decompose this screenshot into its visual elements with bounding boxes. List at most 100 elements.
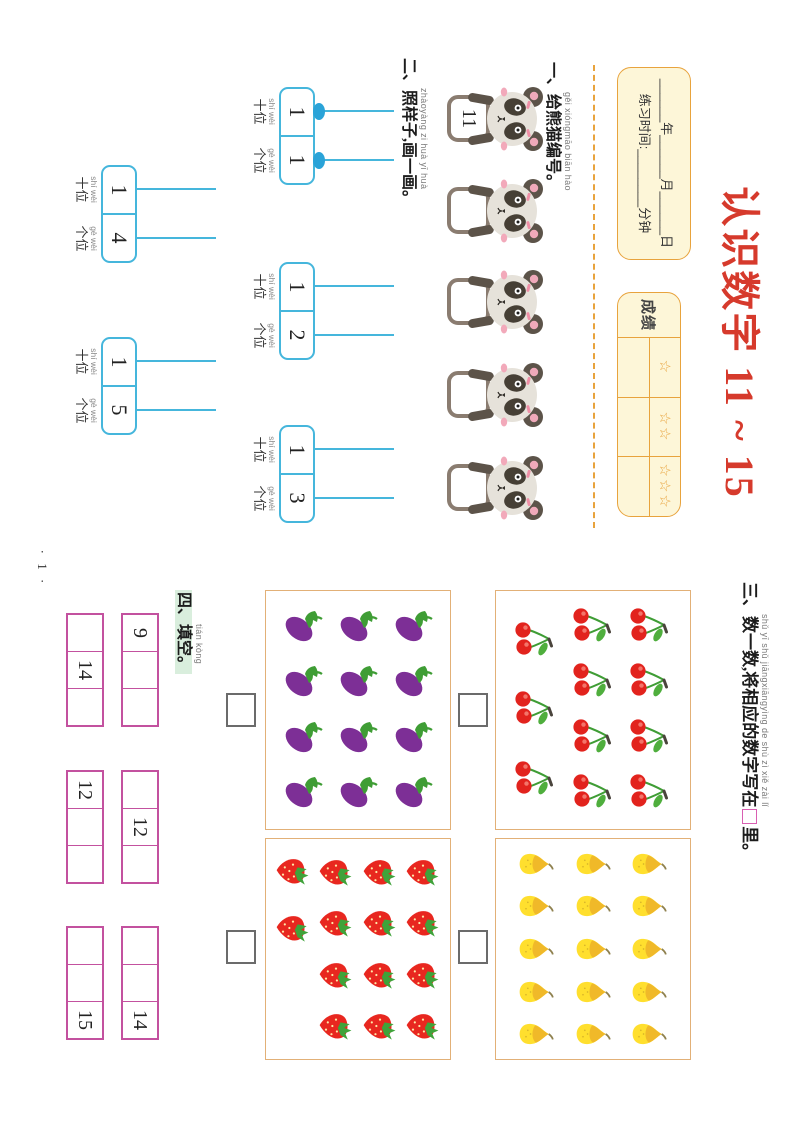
- strip-cell-filled: 14: [123, 1001, 157, 1038]
- tens-rod: [137, 188, 216, 190]
- inline-answer-square-icon: [742, 809, 757, 825]
- eggplant-icon: [281, 660, 325, 704]
- score-cell: ☆: [618, 337, 680, 397]
- counter-rods-draw-area[interactable]: [315, 425, 394, 523]
- place-value-box: 1 4: [101, 165, 137, 263]
- strip-cell-blank[interactable]: [123, 651, 157, 688]
- eggplant-icon: [391, 660, 435, 704]
- strip-cell-blank[interactable]: [68, 688, 102, 725]
- fruit-row: [273, 841, 313, 1057]
- strawberry-icon: [403, 852, 443, 892]
- ones-rod: [137, 237, 216, 239]
- fruit-row: [629, 593, 673, 827]
- date-blank-line[interactable]: ______年______月______日: [659, 78, 674, 249]
- section1-heading: gěi xióngmāo biān hào 一、给熊猫编号。: [544, 62, 573, 191]
- ones-rod: [315, 159, 394, 161]
- score-box: 成绩 ☆ ☆☆ ☆☆☆: [617, 292, 681, 517]
- place-value-box: 1 3: [279, 425, 315, 523]
- ones-label: gè wèi 个位: [74, 397, 99, 424]
- pear-icon: [630, 929, 670, 969]
- answer-box-pears[interactable]: [458, 930, 488, 964]
- cherry-icon: [629, 771, 673, 815]
- number-strip-6: 15: [66, 926, 104, 1040]
- place-value-box: 1 2: [279, 262, 315, 360]
- panda-3: [422, 264, 546, 340]
- ones-label: gè wèi 个位: [74, 225, 99, 252]
- cherry-icon: [571, 716, 615, 760]
- strawberry-icon: [403, 955, 443, 995]
- score-label: 成绩: [639, 298, 657, 331]
- tens-cell: 1: [281, 264, 313, 312]
- strip-cell-blank[interactable]: [68, 928, 102, 964]
- fruit-row: [517, 841, 557, 1057]
- fruit-row: [573, 841, 613, 1057]
- pear-icon: [573, 886, 613, 926]
- counter-rods: [313, 87, 394, 185]
- strawberry-icon: [316, 903, 356, 943]
- answer-box-cherries[interactable]: [458, 693, 488, 727]
- eggplant-icon: [281, 771, 325, 815]
- strawberry-icon: [273, 908, 313, 948]
- place-value-box: 1 1: [279, 87, 315, 185]
- tens-bead: [313, 102, 325, 120]
- panda-sign-blank[interactable]: [447, 371, 490, 418]
- tens-label: shí wèi 十位: [252, 436, 277, 463]
- counter-rods-draw-area[interactable]: [137, 165, 216, 263]
- answer-box-eggplants[interactable]: [226, 693, 256, 727]
- tens-cell: 1: [281, 89, 313, 137]
- score-blank[interactable]: [618, 398, 649, 457]
- tens-label: shí wèi 十位: [74, 176, 99, 203]
- tens-label: shí wèi 十位: [252, 98, 277, 125]
- counter-rods-draw-area[interactable]: [137, 337, 216, 435]
- strip-cell-blank[interactable]: [123, 964, 157, 1001]
- eggplant-icon: [281, 716, 325, 760]
- score-blank[interactable]: [618, 457, 649, 516]
- panda-sign-blank[interactable]: [447, 187, 490, 234]
- practice-minutes-line[interactable]: 练习时间:________分钟: [637, 93, 652, 234]
- pear-icon: [630, 972, 670, 1012]
- eggplant-icon: [336, 660, 380, 704]
- panda-sign-blank[interactable]: [447, 464, 490, 511]
- strip-cell-blank[interactable]: [123, 772, 157, 808]
- cherry-icon: [514, 688, 558, 732]
- star-rating-2: ☆☆: [649, 397, 680, 457]
- strip-cell-blank[interactable]: [68, 964, 102, 1001]
- score-cell: ☆☆: [618, 396, 680, 457]
- strip-cell-blank[interactable]: [123, 688, 157, 725]
- star-rating-1: ☆: [649, 338, 680, 397]
- ones-rod: [137, 409, 216, 411]
- eggplants-panel: [265, 590, 451, 830]
- strip-cell-blank[interactable]: [68, 808, 102, 845]
- strip-cell-blank[interactable]: [123, 928, 157, 964]
- section2-heading: zhàoyàng zi huà yī huà 二、照样子,画一画。: [400, 58, 429, 207]
- strip-cell-blank[interactable]: [68, 615, 102, 651]
- tens-rod: [315, 448, 394, 450]
- strip-cell-blank[interactable]: [123, 845, 157, 882]
- practice-time-box[interactable]: ______年______月______日 练习时间:________分钟: [617, 67, 691, 260]
- pear-icon: [630, 1014, 670, 1054]
- counter-rods-draw-area[interactable]: [315, 262, 394, 360]
- cherry-icon: [514, 619, 558, 663]
- counter-11-example: 1 1 shí wèi 十位 gè wèi 个位: [252, 87, 394, 185]
- dashed-divider: [593, 65, 595, 528]
- strawberry-icon: [273, 851, 313, 891]
- panda-sign-blank[interactable]: [447, 278, 490, 325]
- strawberry-icon: [360, 955, 400, 995]
- counter-13: 1 3 shí wèi 十位 gè wèi 个位: [252, 425, 394, 523]
- answer-box-strawberries[interactable]: [226, 930, 256, 964]
- section1-pinyin: gěi xióngmāo biān hào: [563, 92, 573, 191]
- eggplant-icon: [336, 605, 380, 649]
- fruit-row: [514, 593, 558, 827]
- page-title: 认识数字 11 ~ 15: [717, 186, 762, 499]
- strawberry-icon: [316, 1006, 356, 1046]
- strip-cell-blank[interactable]: [68, 845, 102, 882]
- strawberry-icon: [316, 955, 356, 995]
- page-number: · 1 ·: [35, 549, 50, 587]
- pear-icon: [573, 1014, 613, 1054]
- ones-bead: [313, 151, 325, 169]
- score-blank[interactable]: [618, 338, 649, 397]
- ones-label: gè wèi 个位: [252, 485, 277, 512]
- eggplant-icon: [281, 605, 325, 649]
- section2-pinyin: zhàoyàng zi huà yī huà: [419, 88, 429, 190]
- tens-rod: [315, 110, 394, 112]
